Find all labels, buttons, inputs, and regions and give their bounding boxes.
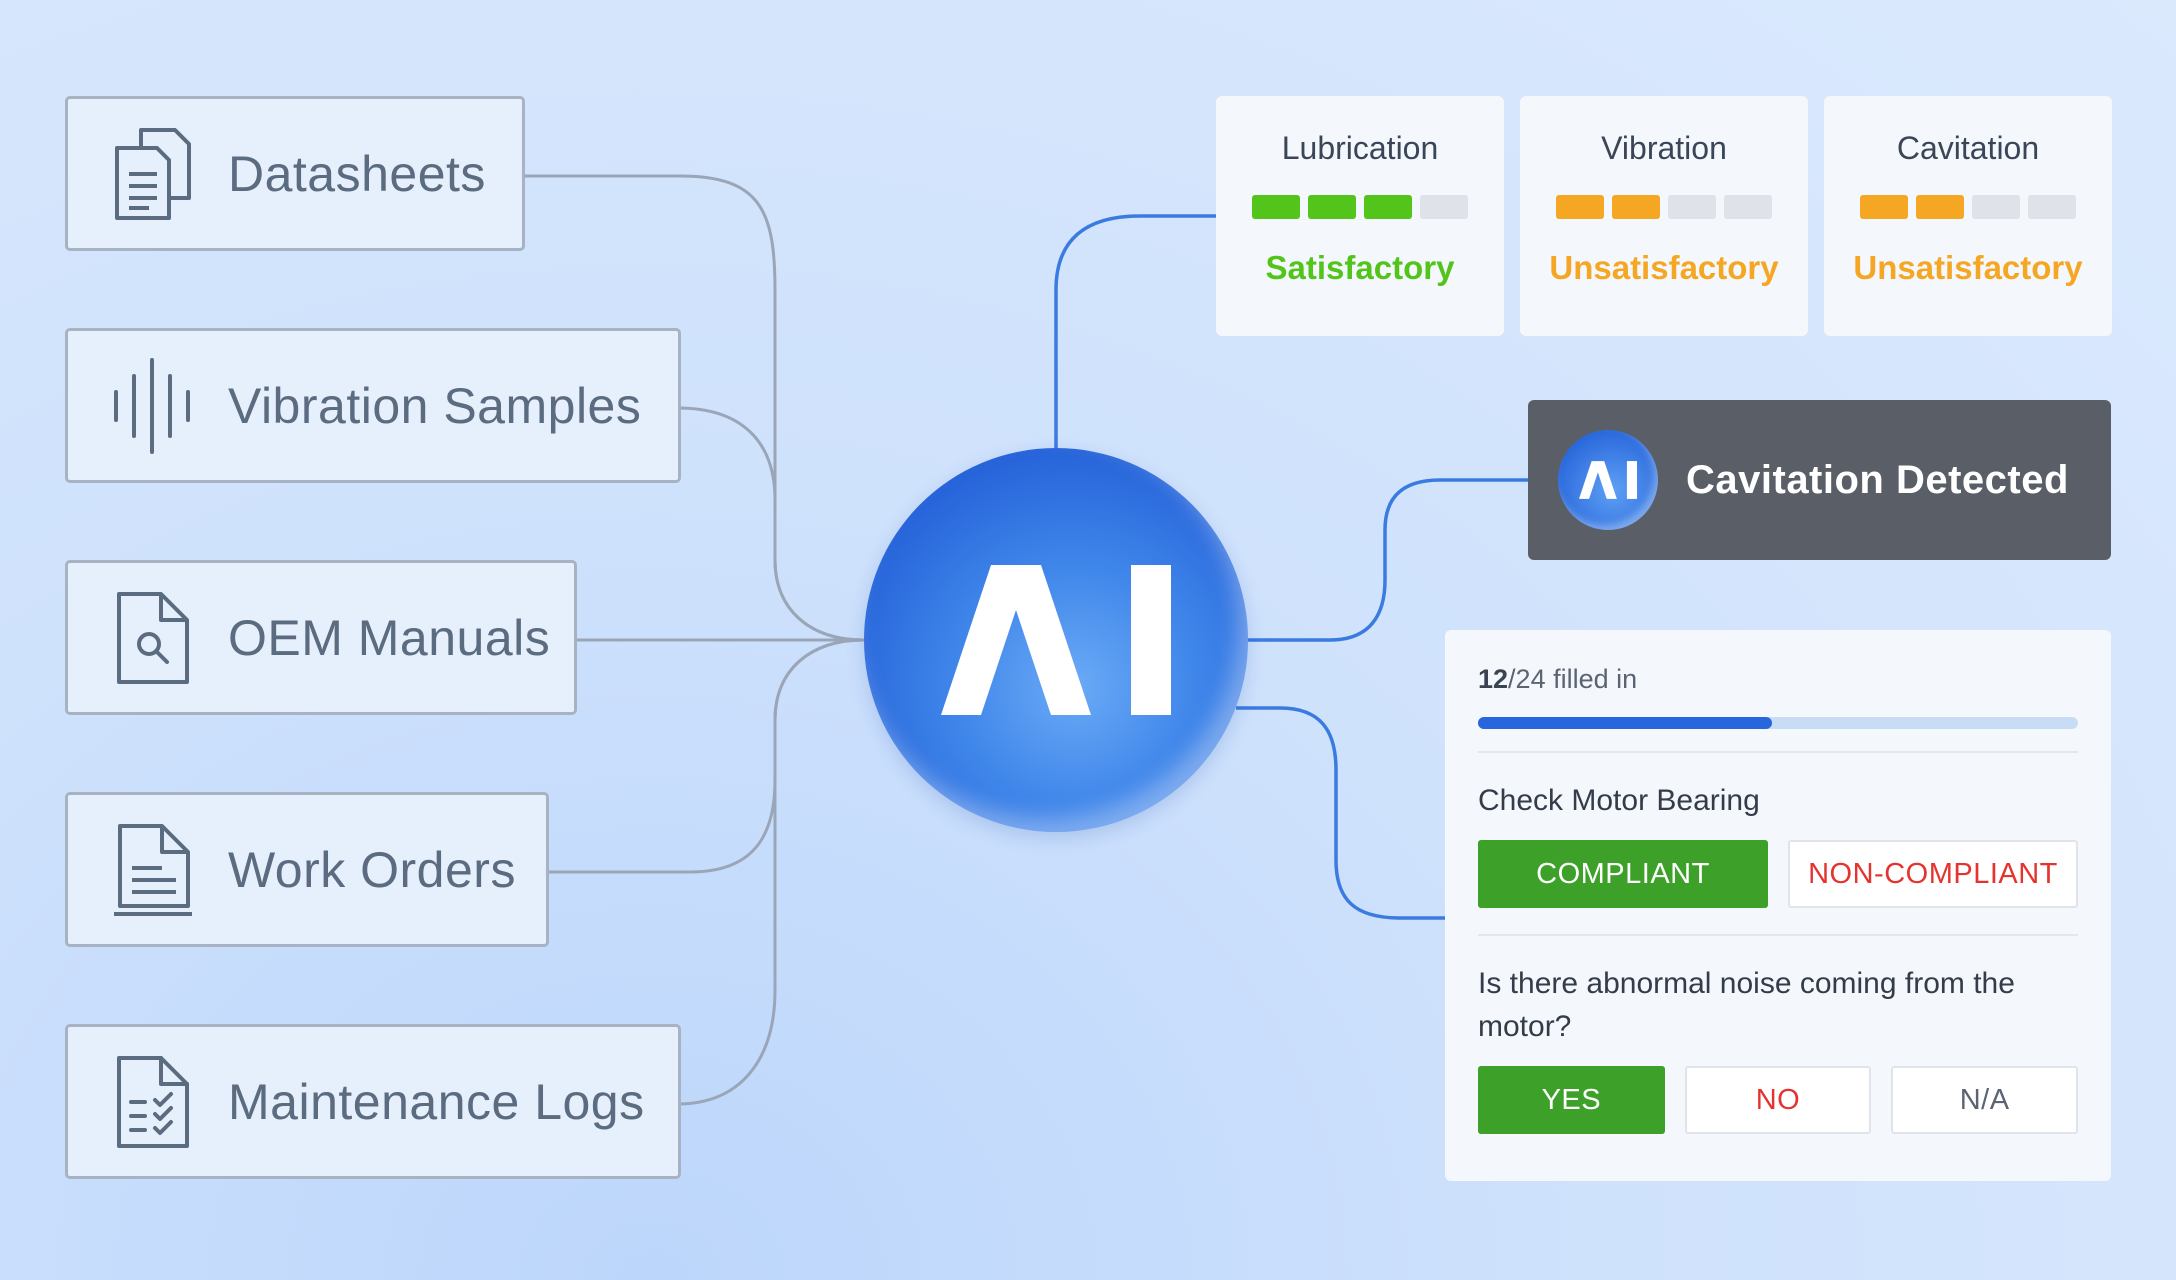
source-datasheets[interactable]: Datasheets [65,96,525,251]
cavitation-alert[interactable]: Cavitation Detected [1528,400,2111,560]
wire-metrics [1054,214,1216,448]
divider [1478,751,2078,753]
source-label: Work Orders [228,841,516,898]
metric-card-lubrication: Lubrication Satisfactory [1216,96,1504,336]
metric-level-bars [1824,195,2112,219]
level-bar-empty [1420,195,1468,219]
source-work-orders[interactable]: Work Orders [65,792,549,947]
level-bar-filled [1860,195,1908,219]
metric-card-vibration: Vibration Unsatisfactory [1520,96,1808,336]
progress-bar [1478,717,2078,729]
level-bar-filled [1364,195,1412,219]
alert-text: Cavitation Detected [1686,457,2069,502]
ai-badge-icon [1558,430,1658,530]
progress-fill [1478,717,1772,729]
level-bar-empty [1972,195,2020,219]
level-bar-filled [1556,195,1604,219]
level-bar-empty [1668,195,1716,219]
ai-hub [864,448,1248,832]
level-bar-filled [1308,195,1356,219]
na-button[interactable]: N/A [1891,1066,2078,1134]
level-bar-filled [1252,195,1300,219]
documents-icon [103,126,203,222]
source-maintenance-logs[interactable]: Maintenance Logs [65,1024,681,1179]
ai-logo-icon [941,565,1171,715]
metric-level-bars [1216,195,1504,219]
level-bar-empty [2028,195,2076,219]
metric-status: Unsatisfactory [1853,249,2083,286]
yes-button[interactable]: YES [1478,1066,1665,1134]
level-bar-filled [1612,195,1660,219]
level-bar-empty [1724,195,1772,219]
source-oem-manuals[interactable]: OEM Manuals [65,560,577,715]
wire-checklist [1236,706,1445,920]
divider [1478,934,2078,936]
question-abnormal-noise: Is there abnormal noise coming from the … [1478,967,2015,1043]
checklist-document-icon [103,1054,203,1150]
waveform-icon [103,357,203,454]
source-label: Maintenance Logs [228,1073,645,1130]
metric-card-cavitation: Cavitation Unsatisfactory [1824,96,2112,336]
document-lines-icon [103,822,203,918]
total-count: /24 filled in [1508,664,1638,694]
wire-maintenance-logs [677,638,865,1106]
source-label: Vibration Samples [228,377,642,434]
non-compliant-button[interactable]: NON-COMPLIANT [1787,840,2078,908]
inspection-checklist: 12/24 filled in Check Motor Bearing COMP… [1445,630,2111,1181]
metric-status: Satisfactory [1265,249,1455,286]
level-bar-filled [1916,195,1964,219]
metric-title: Vibration [1601,130,1727,166]
wire-work-orders [546,638,865,874]
compliant-button[interactable]: COMPLIANT [1478,840,1768,908]
source-label: Datasheets [228,145,486,202]
source-vibration-samples[interactable]: Vibration Samples [65,328,681,483]
no-button[interactable]: NO [1684,1066,1872,1134]
progress-text: 12/24 filled in [1478,664,2078,695]
wire-alert [1248,478,1528,642]
metric-title: Lubrication [1281,130,1439,166]
question-motor-bearing: Check Motor Bearing [1478,784,1760,817]
document-search-icon [103,590,203,686]
metric-title: Cavitation [1896,130,2040,166]
wire-vibration-samples [677,406,865,642]
metric-status: Unsatisfactory [1549,249,1779,286]
filled-count: 12 [1478,664,1509,694]
metric-level-bars [1520,195,1808,219]
source-label: OEM Manuals [228,609,551,666]
